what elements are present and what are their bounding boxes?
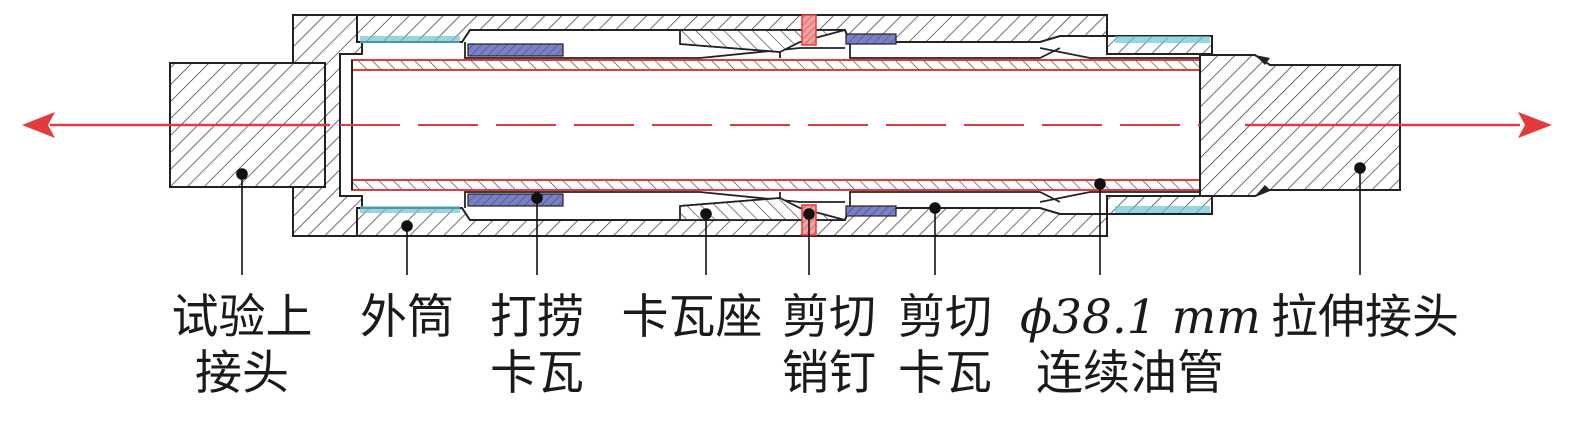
- label-outer-barrel: 外筒: [360, 290, 454, 345]
- label-tension-joint: 拉伸接头: [1271, 290, 1459, 345]
- callout-leaders: [236, 162, 1366, 275]
- label-test-upper-joint: 试验上接头: [171, 290, 313, 401]
- label-slip-seat: 卡瓦座: [621, 290, 763, 345]
- label-shear-slip: 剪切卡瓦: [898, 290, 992, 401]
- label-shear-pin: 剪切销钉: [782, 290, 876, 401]
- tension-arrows: [22, 112, 1552, 138]
- thread-detail: [360, 36, 1210, 213]
- label-fishing-slip: 打捞卡瓦: [490, 290, 584, 401]
